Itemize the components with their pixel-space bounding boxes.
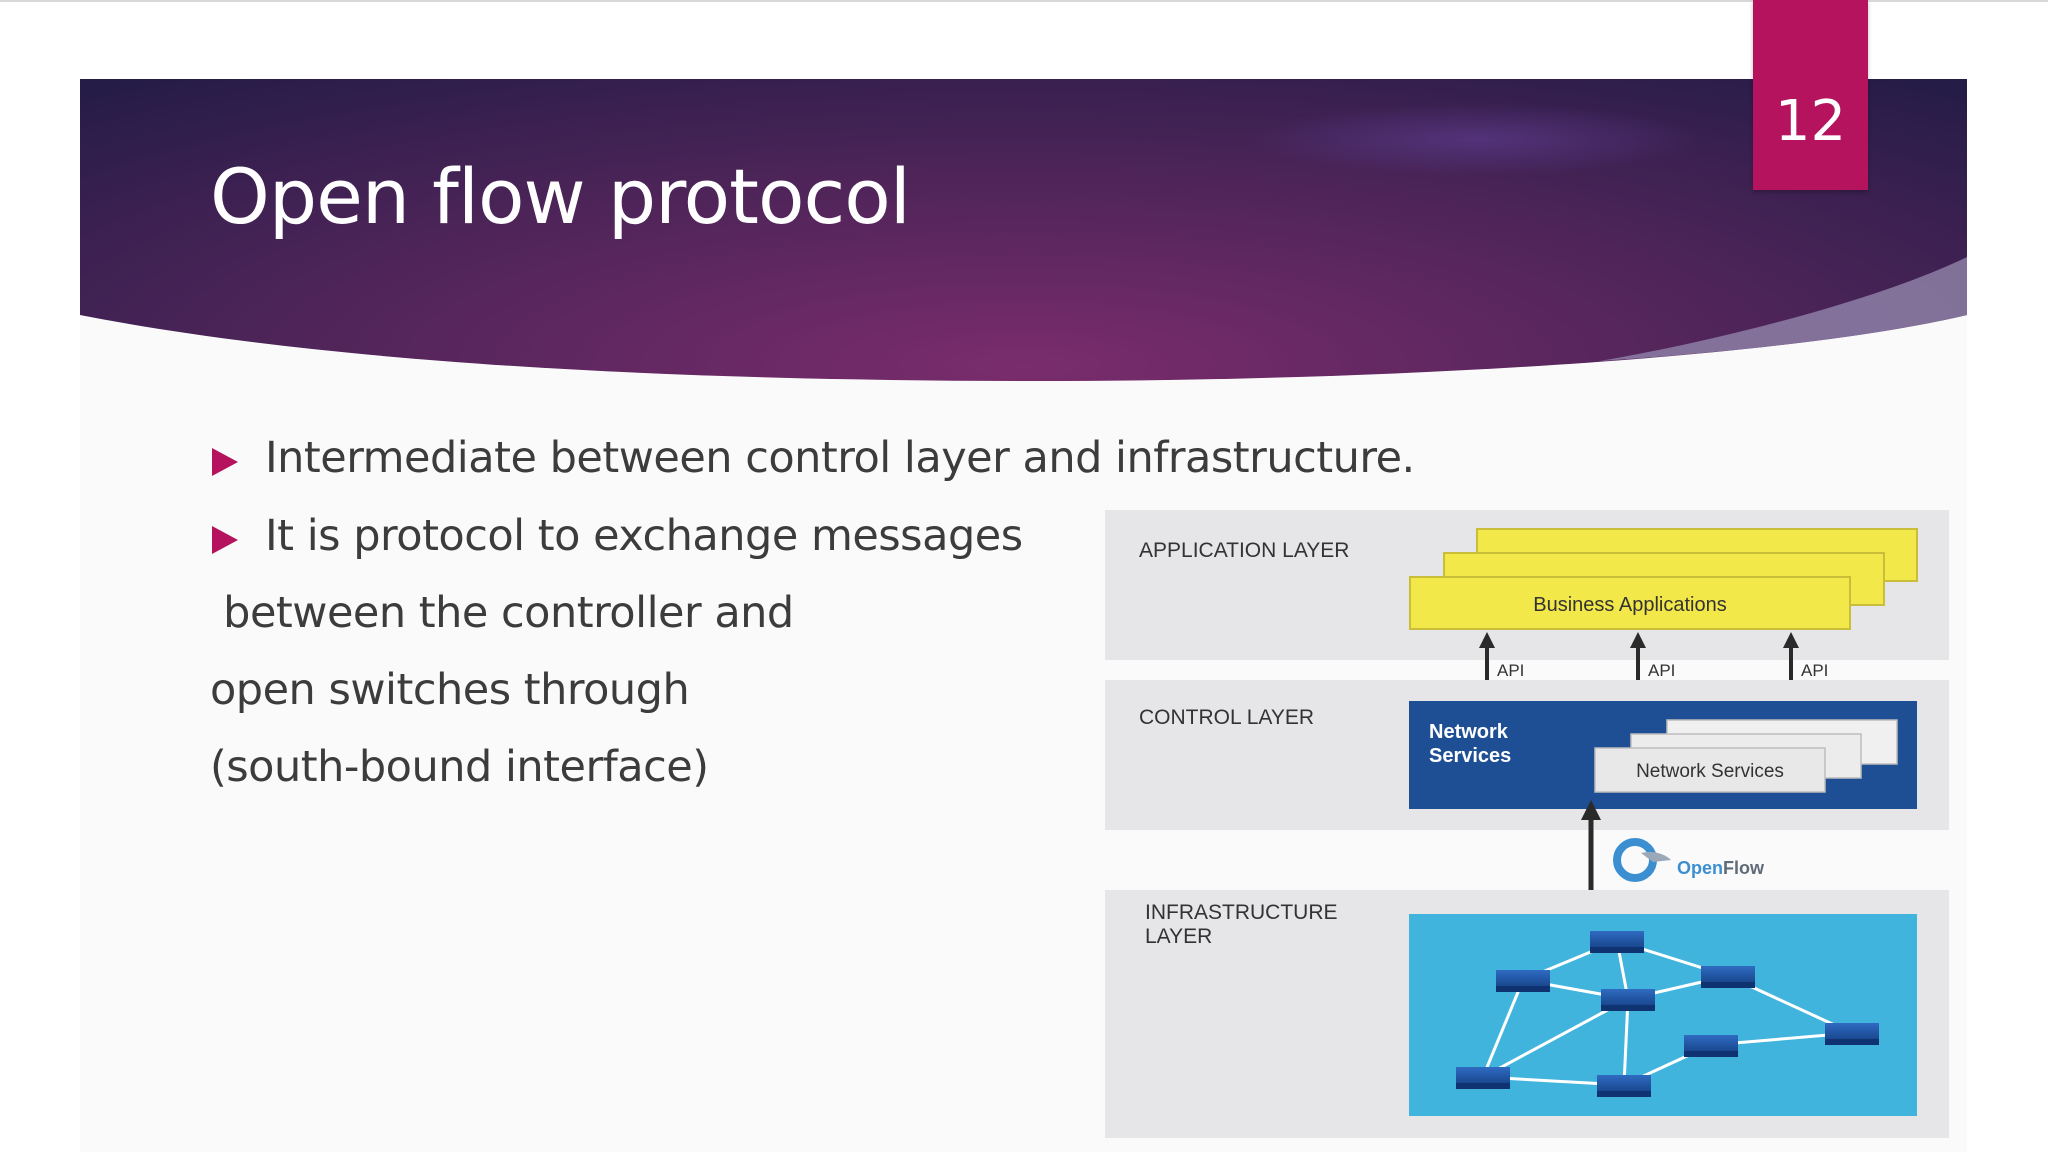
switch-icon xyxy=(1601,989,1655,1011)
control-layer-label: CONTROL LAYER xyxy=(1139,706,1314,729)
network-services-card-label: Network Services xyxy=(1636,761,1784,782)
bullet-text-1: Intermediate between control layer and i… xyxy=(265,433,1415,483)
infrastructure-layer-label-line2: LAYER xyxy=(1145,925,1212,948)
bullet-icon xyxy=(212,448,238,476)
openflow-logo-text: OpenFlow xyxy=(1677,858,1765,878)
bullet-icon xyxy=(212,526,238,554)
page-number: 12 xyxy=(1774,89,1847,154)
top-border xyxy=(0,0,2048,2)
network-services-label-line1: Network xyxy=(1429,721,1509,743)
title-banner xyxy=(80,79,1967,381)
switch-icon xyxy=(1590,931,1644,953)
slide-title: Open flow protocol xyxy=(210,152,911,241)
bullet-text-2: It is protocol to exchange messages xyxy=(265,511,1023,561)
application-layer-label: APPLICATION LAYER xyxy=(1139,539,1349,562)
switch-icon xyxy=(1597,1075,1651,1097)
page-number-tab: 12 xyxy=(1753,0,1868,190)
continuation-line-1: between the controller and xyxy=(210,588,794,638)
business-apps-label: Business Applications xyxy=(1533,594,1726,616)
network-services-label-line2: Services xyxy=(1429,745,1511,767)
switch-icon xyxy=(1456,1067,1510,1089)
continuation-line-3: (south-bound interface) xyxy=(210,742,709,792)
openflow-logo-icon xyxy=(1613,838,1671,882)
openflow-architecture-diagram: APPLICATION LAYER Business Applications … xyxy=(1105,510,1949,1138)
switch-icon xyxy=(1701,966,1755,988)
infrastructure-layer-label-line1: INFRASTRUCTURE xyxy=(1145,901,1338,924)
switch-icon xyxy=(1684,1035,1738,1057)
business-app-card-front xyxy=(1409,576,1851,630)
continuation-line-2: open switches through xyxy=(210,665,690,715)
switch-icon xyxy=(1825,1023,1879,1045)
api-label-1: API xyxy=(1497,661,1524,680)
network-services-card-front xyxy=(1594,747,1826,793)
switch-icon xyxy=(1496,970,1550,992)
api-label-2: API xyxy=(1648,661,1675,680)
api-label-3: API xyxy=(1801,661,1828,680)
